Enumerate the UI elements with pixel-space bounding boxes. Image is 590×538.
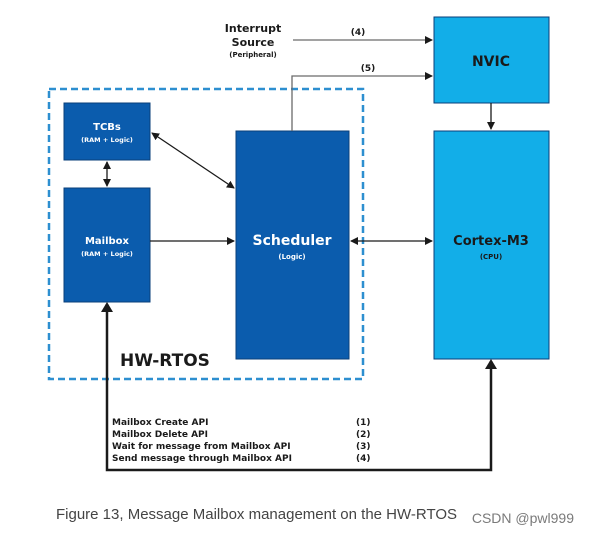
api-num-1: (1) (356, 418, 371, 428)
scheduler-sub: (Logic) (278, 253, 305, 261)
tcbs-sub: (RAM + Logic) (81, 136, 133, 144)
hw-rtos-label: HW-RTOS (120, 351, 210, 371)
api-list: Mailbox Create API (1) Mailbox Delete AP… (112, 418, 371, 464)
cortex-m3-sub: (CPU) (480, 253, 502, 261)
mailbox-sub: (RAM + Logic) (81, 250, 133, 258)
tcbs-label: TCBs (93, 122, 121, 133)
interrupt-sub: (Peripheral) (229, 51, 276, 59)
tcbs-block: TCBs (RAM + Logic) (63, 102, 151, 161)
hw-rtos-boundary (47, 87, 365, 381)
cortex-m3-label: Cortex-M3 (453, 234, 529, 249)
api-num-2: (2) (356, 430, 371, 440)
api-num-4: (4) (356, 454, 371, 464)
api-num-3: (3) (356, 442, 371, 452)
arrow-label-4: (4) (351, 28, 366, 38)
interrupt-source: Interrupt Source (Peripheral) (225, 22, 281, 59)
mailbox-label: Mailbox (85, 236, 130, 247)
figure-caption: Figure 13, Message Mailbox management on… (56, 506, 457, 523)
arrow-label-5: (5) (361, 64, 376, 74)
api-item-2: Mailbox Delete API (112, 430, 208, 440)
api-arrowhead-mailbox (101, 302, 113, 312)
interrupt-line1: Interrupt (225, 22, 281, 35)
api-item-4: Send message through Mailbox API (112, 454, 292, 464)
mailbox-block: Mailbox (RAM + Logic) (63, 187, 151, 303)
interrupt-line2: Source (232, 36, 275, 49)
scheduler-label: Scheduler (252, 233, 331, 249)
api-arrowhead-cortex (485, 359, 497, 369)
api-item-1: Mailbox Create API (112, 418, 208, 428)
nvic-block: NVIC (433, 16, 550, 104)
arrow-api-path (105, 304, 493, 472)
arrow-scheduler-to-nvic (291, 72, 433, 131)
api-item-3: Wait for message from Mailbox API (112, 442, 291, 452)
scheduler-block: Scheduler (Logic) (235, 130, 350, 360)
watermark: CSDN @pwl999 (472, 510, 574, 526)
arrow-tcbs-scheduler (151, 132, 235, 189)
cortex-m3-block: Cortex-M3 (CPU) (433, 130, 550, 360)
nvic-label: NVIC (472, 54, 510, 70)
